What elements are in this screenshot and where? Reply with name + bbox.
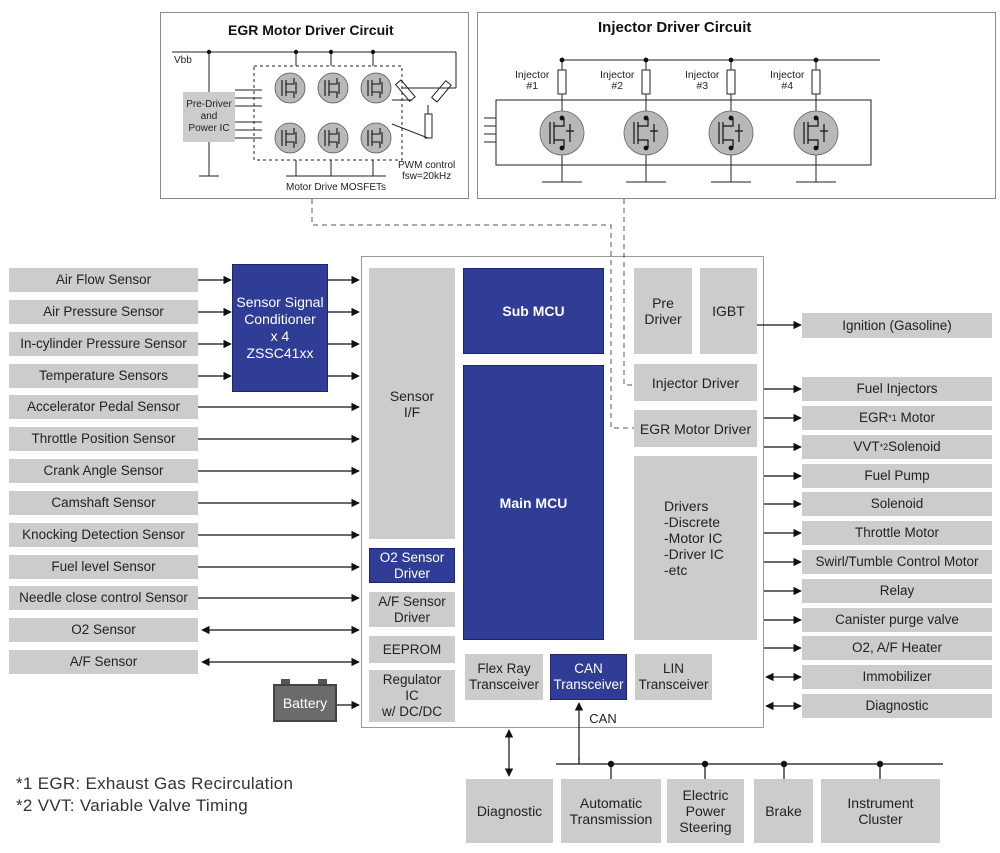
egr-motor-driver: EGR Motor Driver — [634, 410, 757, 447]
pwm-control-label: PWM control fsw=20kHz — [398, 160, 456, 182]
egr-circuit-title: EGR Motor Driver Circuit — [228, 22, 394, 38]
footnote-egr: *1 EGR: Exhaust Gas Recirculation — [16, 774, 294, 793]
injector-2-label: Injector #2 — [600, 69, 635, 92]
sensor-interface: Sensor I/F — [369, 268, 455, 539]
output-fuel-injectors: Fuel Injectors — [802, 377, 992, 401]
injector-3-label: Injector #3 — [685, 69, 720, 92]
predriver-power-ic: Pre-Driver and Power IC — [183, 92, 235, 142]
output-diagnostic: Diagnostic — [802, 694, 992, 718]
bottom-brake: Brake — [754, 779, 813, 843]
sensor-camshaft: Camshaft Sensor — [9, 491, 198, 515]
af-sensor-driver: A/F Sensor Driver — [369, 592, 455, 627]
bottom-diagnostic: Diagnostic — [466, 779, 553, 843]
main-mcu: Main MCU — [463, 365, 604, 640]
eeprom: EEPROM — [369, 636, 455, 663]
vvt-text: VVT — [853, 439, 880, 454]
o2-sensor-driver: O2 Sensor Driver — [369, 548, 455, 583]
bottom-automatic-transmission: Automatic Transmission — [561, 779, 661, 843]
can-bus-label: CAN — [589, 711, 617, 726]
sensor-signal-conditioner: Sensor Signal Conditioner x 4 ZSSC41xx — [232, 264, 328, 392]
sensor-crank-angle: Crank Angle Sensor — [9, 459, 198, 483]
sensor-air-pressure: Air Pressure Sensor — [9, 300, 198, 324]
bottom-instrument-cluster: Instrument Cluster — [821, 779, 940, 843]
sensor-temperature: Temperature Sensors — [9, 364, 198, 388]
lin-transceiver: LIN Transceiver — [635, 654, 712, 700]
injector-4-label: Injector #4 — [770, 69, 805, 92]
sensor-throttle-position: Throttle Position Sensor — [9, 427, 198, 451]
sensor-af: A/F Sensor — [9, 650, 198, 674]
output-o2-af-heater: O2, A/F Heater — [802, 636, 992, 660]
flexray-transceiver: Flex Ray Transceiver — [465, 654, 543, 700]
output-ignition: Ignition (Gasoline) — [802, 313, 992, 338]
regulator-ic: Regulator IC w/ DC/DC — [369, 670, 455, 722]
igbt: IGBT — [700, 268, 757, 354]
battery-terminal-left — [281, 679, 290, 685]
footnote-vvt: *2 VVT: Variable Valve Timing — [16, 796, 249, 815]
vvt-text-suffix: Solenoid — [888, 439, 941, 454]
sensor-in-cylinder-pressure: In-cylinder Pressure Sensor — [9, 332, 198, 356]
injector-driver-circuit-panel — [477, 12, 996, 199]
output-relay: Relay — [802, 579, 992, 603]
injector-circuit-title: Injector Driver Circuit — [598, 19, 752, 36]
sensor-o2: O2 Sensor — [9, 618, 198, 642]
drivers-block: Drivers -Discrete -Motor IC -Driver IC -… — [634, 456, 757, 640]
sensor-accelerator-pedal: Accelerator Pedal Sensor — [9, 395, 198, 419]
bottom-electric-power-steering: Electric Power Steering — [667, 779, 744, 843]
sensor-needle-close-control: Needle close control Sensor — [9, 586, 198, 610]
egr-motor-text-suffix: Motor — [896, 410, 936, 425]
sensor-air-flow: Air Flow Sensor — [9, 268, 198, 292]
injector-1-label: Injector #1 — [515, 69, 550, 92]
output-immobilizer: Immobilizer — [802, 665, 992, 689]
sensor-fuel-level: Fuel level Sensor — [9, 555, 198, 579]
output-egr-motor: EGR*1 Motor — [802, 406, 992, 430]
sensor-knocking-detection: Knocking Detection Sensor — [9, 523, 198, 547]
output-solenoid: Solenoid — [802, 492, 992, 516]
output-fuel-pump: Fuel Pump — [802, 464, 992, 488]
vvt-footnote-mark: *2 — [879, 442, 889, 452]
egr-motor-text: EGR — [858, 410, 889, 425]
output-canister-purge-valve: Canister purge valve — [802, 608, 992, 632]
battery-terminal-right — [318, 679, 327, 685]
can-transceiver: CAN Transceiver — [550, 654, 627, 700]
injector-driver: Injector Driver — [634, 364, 757, 401]
battery: Battery — [273, 684, 337, 722]
motor-drive-mosfets-label: Motor Drive MOSFETs — [286, 182, 387, 193]
sub-mcu: Sub MCU — [463, 268, 604, 354]
output-throttle-motor: Throttle Motor — [802, 521, 992, 545]
vbb-label: Vbb — [174, 55, 192, 66]
egr-footnote-mark: *1 — [888, 413, 897, 423]
pre-driver: Pre Driver — [634, 268, 692, 354]
output-swirl-tumble-motor: Swirl/Tumble Control Motor — [802, 550, 992, 574]
